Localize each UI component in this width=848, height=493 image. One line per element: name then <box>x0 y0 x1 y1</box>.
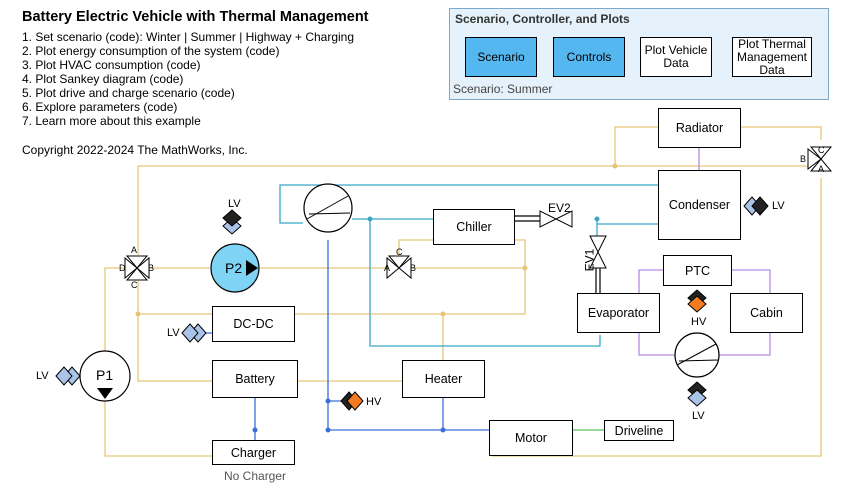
hv-port-icon <box>340 391 364 411</box>
battery-block[interactable]: Battery <box>212 360 298 398</box>
cabin-block[interactable]: Cabin <box>730 293 803 333</box>
charger-status: No Charger <box>224 469 287 483</box>
valve-port-b: B <box>410 263 417 273</box>
hv-port-icon <box>687 289 707 313</box>
valve-port-b: B <box>800 154 807 164</box>
link-learn-more[interactable]: 7. Learn more about this example <box>22 114 201 128</box>
pump-p2-label: P2 <box>225 260 243 276</box>
three-way-valve-icon <box>386 255 412 280</box>
valve-port-a: A <box>384 263 391 273</box>
hv-label: HV <box>691 316 707 328</box>
link-plot-drive[interactable]: 5. Plot drive and charge scenario (code) <box>22 86 235 100</box>
coolant-line <box>614 126 658 166</box>
lv-label: LV <box>228 198 241 210</box>
pump-p2-icon <box>210 243 260 293</box>
ev2-label: EV2 <box>548 201 571 215</box>
link-set-scenario[interactable]: 1. Set scenario (code): Winter | Summer … <box>22 30 355 44</box>
lv-port-icon <box>222 209 242 235</box>
hv-label: HV <box>366 396 382 408</box>
valve-port-b: B <box>148 263 155 273</box>
lv-label: LV <box>772 200 785 212</box>
ev1-valve-icon <box>589 235 607 269</box>
valve-port-c: C <box>396 247 403 257</box>
heater-block[interactable]: Heater <box>402 360 485 398</box>
lv-label: LV <box>692 410 705 422</box>
charger-block[interactable]: Charger <box>212 440 295 465</box>
valve-port-c: C <box>818 145 825 155</box>
dcdc-block[interactable]: DC-DC <box>212 306 295 342</box>
four-way-valve-icon <box>124 255 150 281</box>
page-title: Battery Electric Vehicle with Thermal Ma… <box>22 9 369 25</box>
link-explore-params[interactable]: 6. Explore parameters (code) <box>22 100 178 114</box>
ev1-label: EV1 <box>582 248 597 272</box>
driveline-block[interactable]: Driveline <box>604 420 674 441</box>
radiator-block[interactable]: Radiator <box>658 108 741 148</box>
lv-port-icon <box>55 366 81 386</box>
scenario-button[interactable]: Scenario <box>465 37 537 77</box>
lv-port-icon <box>181 323 207 343</box>
valve-port-c: C <box>131 280 138 290</box>
scenario-status: Scenario: Summer <box>453 82 553 96</box>
valve-port-a: A <box>131 245 138 255</box>
ptc-block[interactable]: PTC <box>663 255 732 286</box>
lv-port-icon <box>743 196 769 216</box>
lv-label: LV <box>167 327 180 339</box>
lv-port-icon <box>687 381 707 407</box>
evaporator-block[interactable]: Evaporator <box>577 293 660 333</box>
controls-button[interactable]: Controls <box>553 37 625 77</box>
compressor-icon <box>303 183 353 233</box>
panel-title: Scenario, Controller, and Plots <box>455 12 630 26</box>
link-plot-hvac[interactable]: 3. Plot HVAC consumption (code) <box>22 58 201 72</box>
link-plot-sankey[interactable]: 4. Plot Sankey diagram (code) <box>22 72 184 86</box>
motor-block[interactable]: Motor <box>489 420 573 456</box>
plot-thermal-data-button[interactable]: Plot Thermal Management Data <box>732 37 812 77</box>
link-plot-energy[interactable]: 2. Plot energy consumption of the system… <box>22 44 280 58</box>
ev2-valve-icon <box>539 210 573 228</box>
scenario-panel: Scenario, Controller, and Plots Scenario… <box>449 8 829 100</box>
radiator-valve-icon <box>807 146 833 172</box>
copyright: Copyright 2022-2024 The MathWorks, Inc. <box>22 143 248 157</box>
chiller-block[interactable]: Chiller <box>433 209 515 245</box>
condenser-block[interactable]: Condenser <box>658 170 741 240</box>
lv-label: LV <box>36 370 49 382</box>
valve-port-a: A <box>818 164 825 174</box>
pump-p1-label: P1 <box>96 367 114 383</box>
plot-vehicle-data-button[interactable]: Plot Vehicle Data <box>640 37 712 77</box>
cabin-compressor-icon <box>674 332 720 378</box>
valve-port-d: D <box>119 263 126 273</box>
